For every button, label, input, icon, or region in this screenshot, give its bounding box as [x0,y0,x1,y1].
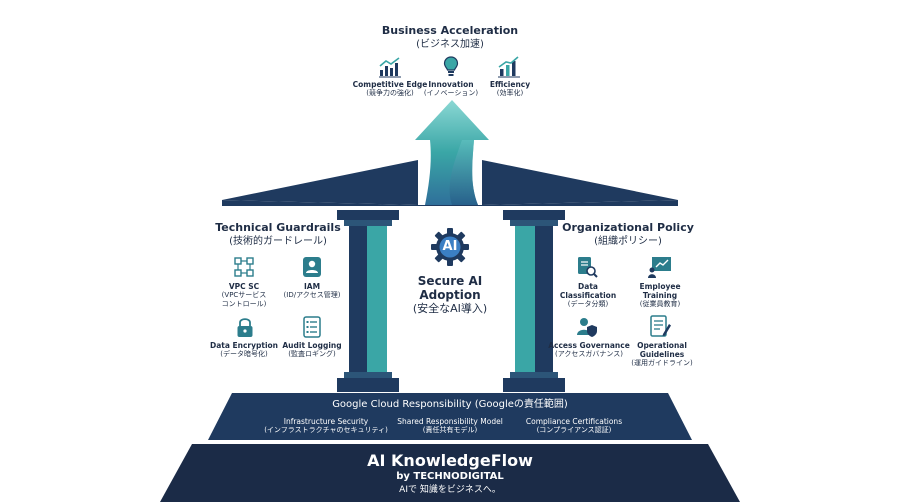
organizational-policy-title: Organizational Policy (組織ポリシー) [560,221,696,249]
organizational-policy-title-en: Organizational Policy [562,221,694,234]
network-icon [233,256,255,278]
document-list-icon [302,316,322,338]
right-pillar [503,210,565,392]
competitive-edge-label: Competitive Edge(競争力の強化) [352,80,428,97]
access-governance-label: Access Governance(アクセスガバナンス) [548,341,630,358]
business-acceleration-title: Business Acceleration (ビジネス加速) [350,24,550,52]
compliance-certifications-label: Compliance Certifications(コンプライアンス認証) [525,417,623,434]
iam-label: IAM(ID/アクセス管理) [283,282,341,299]
vpc-sc-label: VPC SC(VPCサービスコントロール) [221,282,267,308]
footer-base [160,444,740,502]
footer-tagline: AIで 知識をビジネスへ。 [399,485,501,495]
technical-guardrails-title-jp: (技術的ガードレール) [229,236,327,247]
cloud-base [208,393,692,440]
employee-training-label: Employee Training(従業員教育) [639,282,681,308]
innovation-label: Innovation(イノベーション) [423,80,479,97]
lightbulb-icon [442,54,460,78]
operational-guidelines-label: Operational Guidelines(運用ガイドライン) [631,341,693,367]
ai-knowledgeflow-brand: AI KnowledgeFlow [367,451,533,470]
secure-ai-title-jp: (安全なAI導入) [412,302,488,315]
roof [222,160,678,206]
audit-logging-label: Audit Logging(監査ロギング) [282,341,342,358]
shared-responsibility-model-label: Shared Responsibility Model(責任共有モデル) [397,417,503,434]
technical-guardrails-title: Technical Guardrails (技術的ガードレール) [210,221,346,249]
ai-gear-icon: AI [430,227,470,267]
business-acceleration-title-en: Business Acceleration [381,24,519,37]
infrastructure-security-label: Infrastructure Security(インフラストラクチャのセキュリテ… [264,417,388,434]
growth-chart-icon [378,56,402,78]
efficiency-label: Efficiency(効率化) [489,80,531,97]
data-classification-label: Data Classification(データ分類) [559,282,617,308]
presentation-icon [648,256,672,278]
lock-icon [235,316,255,338]
technodigital-byline: by TECHNODIGITAL [396,471,504,482]
left-pillar [337,210,399,392]
data-encryption-label: Data Encryption(データ暗号化) [209,341,279,358]
user-id-icon [302,256,322,278]
secure-ai-line1: Secure AI [417,274,483,288]
organizational-policy-title-jp: (組織ポリシー) [594,236,662,247]
secure-ai-line2: Adoption [419,288,481,302]
upward-arrow [415,100,489,205]
secure-ai-adoption-title: Secure AI Adoption (安全なAI導入) [400,274,500,316]
bar-chart-icon [497,56,521,78]
user-shield-icon [576,316,598,338]
document-search-icon [576,256,598,278]
guidelines-icon [649,314,671,338]
technical-guardrails-title-en: Technical Guardrails [215,221,341,234]
ai-badge-text: AI [442,239,458,254]
google-cloud-responsibility-title: Google Cloud Responsibility (Googleの責任範囲… [332,399,568,410]
business-acceleration-title-jp: (ビジネス加速) [416,39,484,50]
